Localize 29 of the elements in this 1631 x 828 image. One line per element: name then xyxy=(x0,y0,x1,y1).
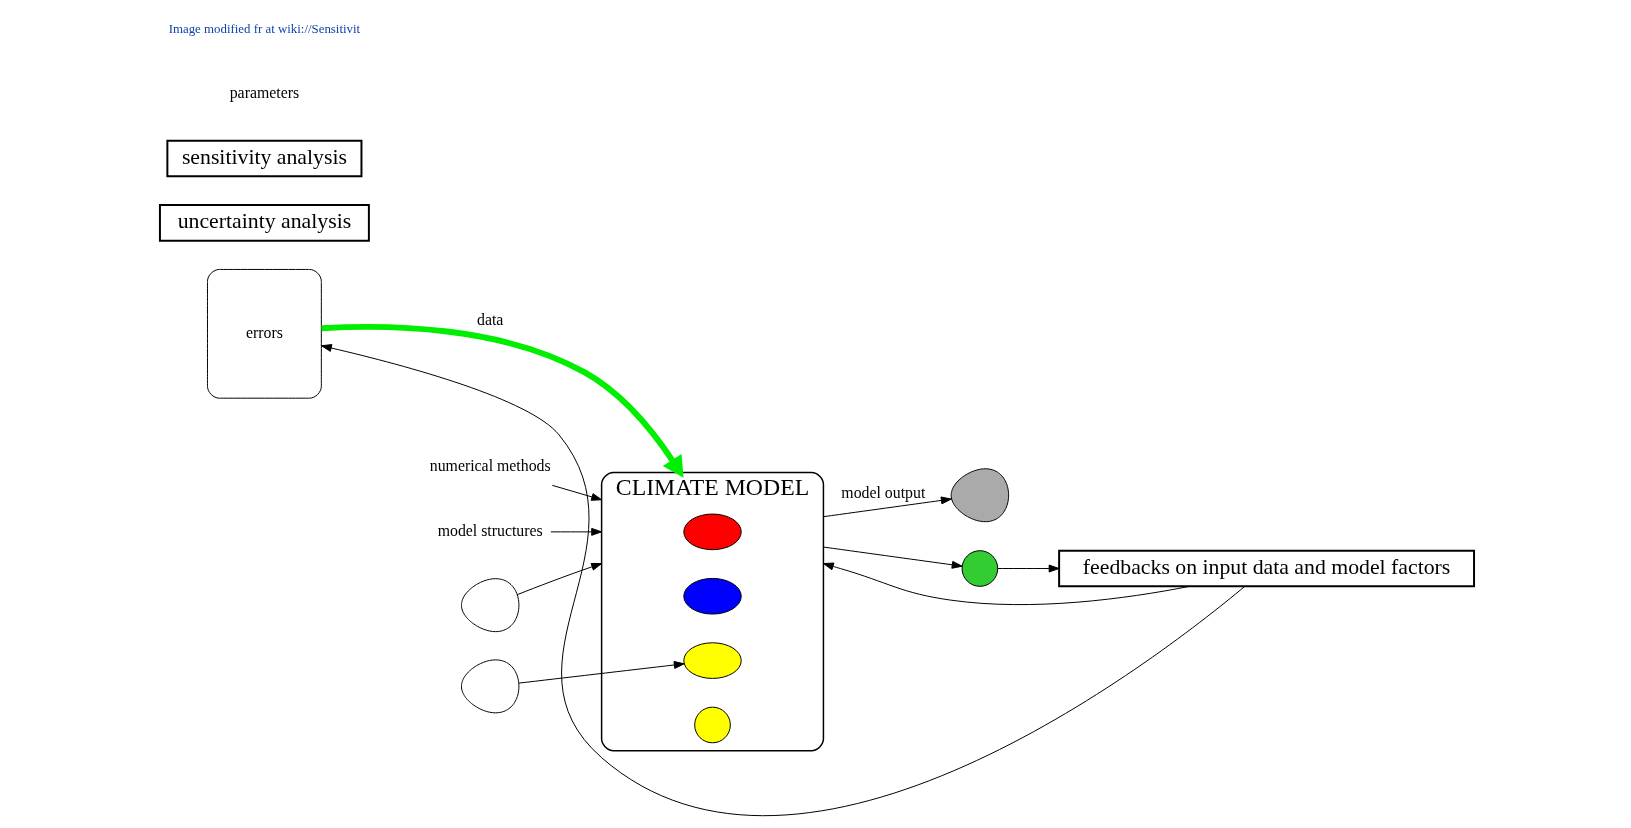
node-ellipse xyxy=(682,513,742,551)
arrow xyxy=(549,527,602,536)
edge-label: data xyxy=(476,310,503,328)
label: parameters xyxy=(229,83,299,101)
node-curve xyxy=(460,659,519,714)
node-text: numerical methods xyxy=(429,457,551,475)
arrow xyxy=(518,661,685,684)
arrow xyxy=(996,564,1060,573)
node-box: feedbacks on input data and model factors xyxy=(1057,549,1475,588)
arrow xyxy=(822,496,952,518)
node-curve xyxy=(460,578,519,633)
arrow xyxy=(320,344,1245,817)
node-box: sensitivity analysis xyxy=(165,139,362,178)
arrow xyxy=(822,546,963,569)
arrow xyxy=(320,323,684,478)
node-box: uncertainty analysis xyxy=(158,204,370,242)
arrow xyxy=(551,484,602,501)
node-curve xyxy=(950,468,1009,523)
label: Image modified fr at wiki://Sensitivit xyxy=(168,22,360,37)
arrow xyxy=(516,562,602,596)
node-text: model structures xyxy=(437,521,543,539)
cluster: CLIMATE MODEL xyxy=(600,471,824,752)
node-box: errors xyxy=(206,268,322,399)
node-ellipse xyxy=(682,642,742,679)
node-circle xyxy=(961,550,998,587)
node-ellipse xyxy=(682,577,742,615)
node-circle xyxy=(693,706,731,744)
arrow xyxy=(822,562,1190,606)
edge-label: model output xyxy=(840,484,925,501)
